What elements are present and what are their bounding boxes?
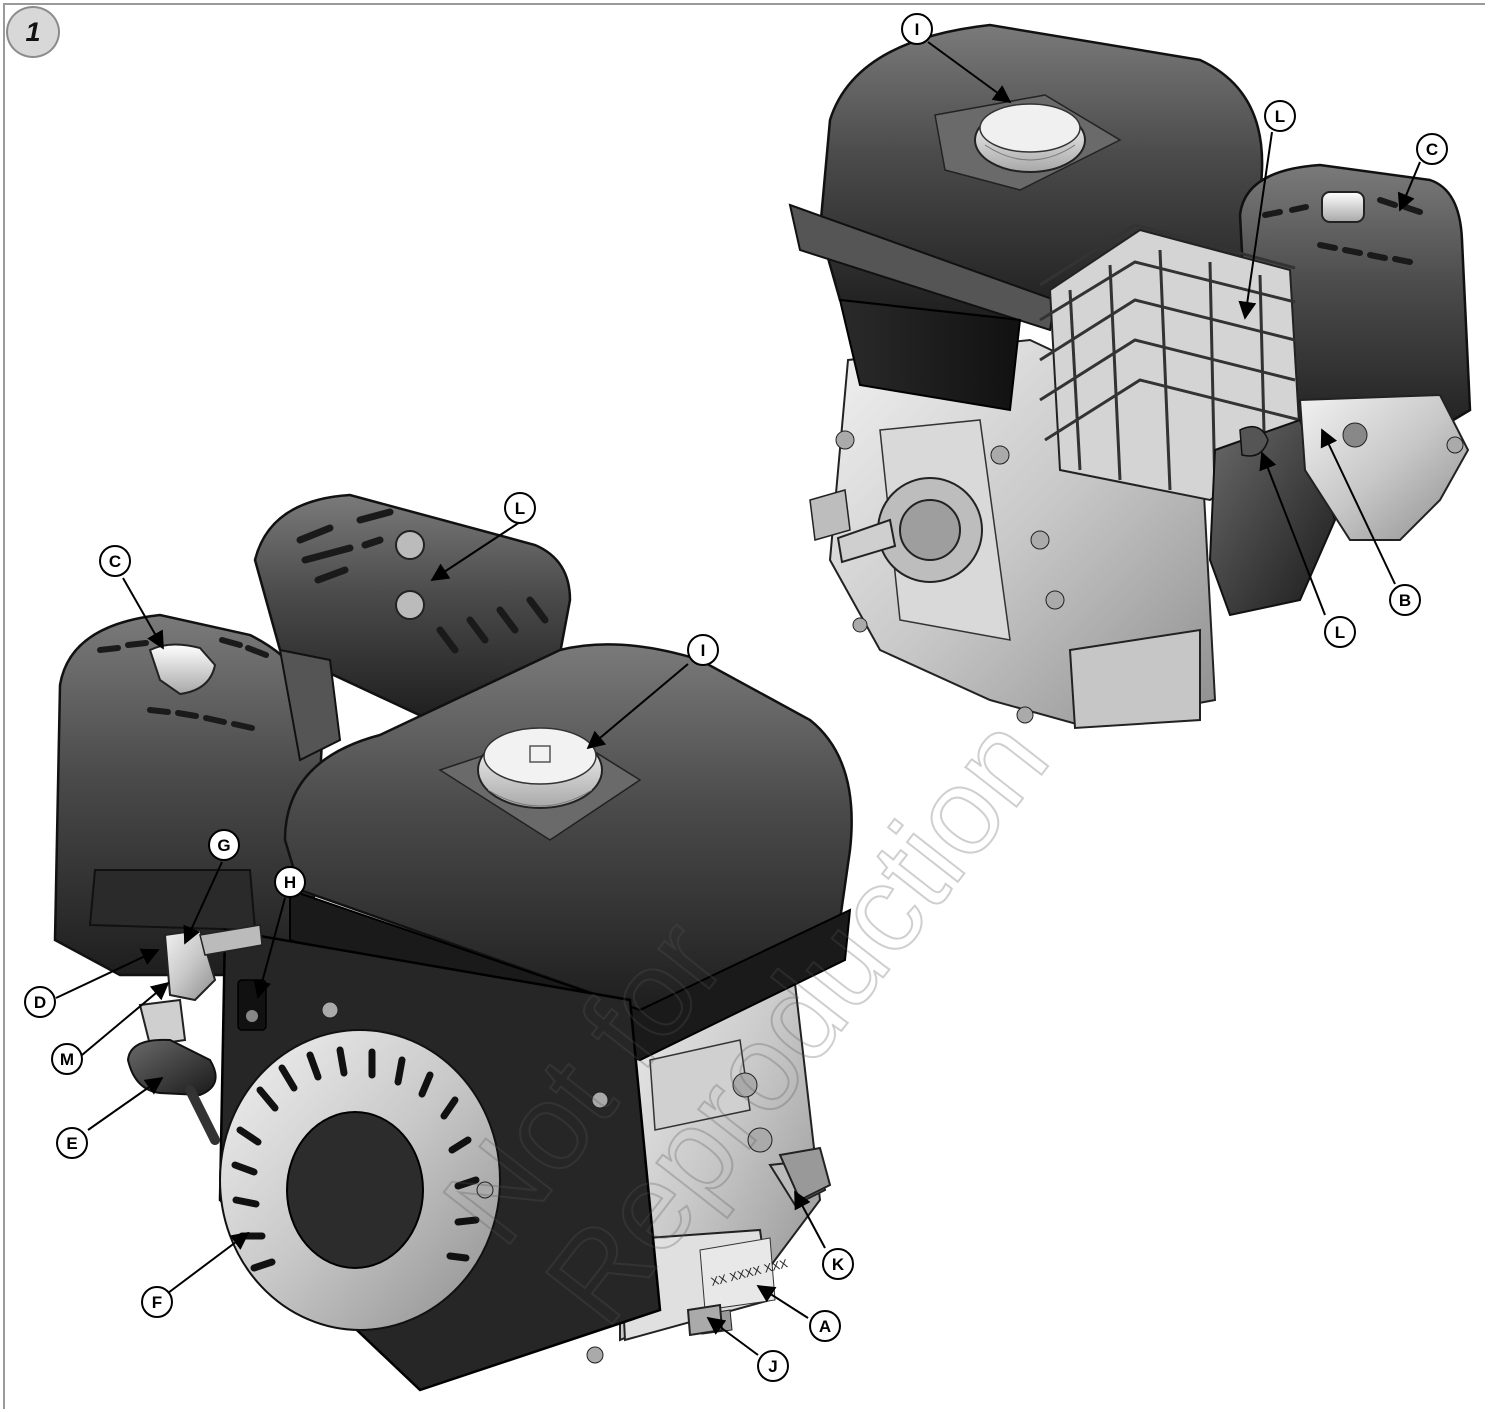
callout-L-upper-1: L [1264, 100, 1296, 132]
callout-F: F [141, 1286, 173, 1318]
svg-text:L: L [515, 499, 525, 518]
svg-text:F: F [152, 1293, 162, 1312]
engine-front-view: XX XXXX XXX [53, 493, 853, 1392]
svg-text:H: H [284, 873, 296, 892]
carburetor-rear [1298, 393, 1470, 541]
callout-D: D [24, 986, 56, 1018]
leader-L-lower [430, 521, 521, 581]
callout-A: A [809, 1310, 841, 1342]
leader-C-lower [122, 577, 164, 650]
callout-M: M [51, 1043, 83, 1075]
svg-text:L: L [1335, 623, 1345, 642]
leader-B [1320, 428, 1396, 585]
recoil-starter [218, 928, 662, 1392]
svg-text:C: C [109, 552, 121, 571]
callout-I-upper: I [901, 13, 933, 45]
figure-frame [3, 3, 1485, 1409]
crankcase [809, 338, 1217, 730]
controls-cluster [138, 924, 263, 1047]
callout-C-upper: C [1416, 133, 1448, 165]
callout-H: H [274, 866, 306, 898]
svg-text:J: J [768, 1357, 777, 1376]
leader-K [794, 1190, 826, 1249]
callout-J: J [757, 1350, 789, 1382]
svg-text:M: M [60, 1050, 74, 1069]
leader-I-upper [927, 41, 1012, 104]
muffler-front [253, 493, 572, 762]
leader-L-upper-2 [1259, 451, 1326, 616]
leader-F [167, 1231, 250, 1294]
drain-plug [686, 1303, 724, 1337]
leader-E [87, 1076, 164, 1131]
starter-grip [126, 1038, 220, 1145]
air-cleaner-rear [1238, 163, 1472, 442]
callout-E: E [56, 1127, 88, 1159]
leader-I-lower [586, 663, 689, 750]
svg-text:A: A [819, 1317, 831, 1336]
svg-text:E: E [66, 1134, 77, 1153]
svg-text:L: L [1275, 107, 1285, 126]
fuel-tank-front [283, 643, 853, 1062]
svg-text:I: I [701, 641, 706, 660]
leader-lines [55, 41, 1421, 1356]
leader-A [756, 1285, 809, 1319]
air-cleaner-front [53, 613, 324, 977]
callout-L-lower: L [504, 492, 536, 524]
svg-text:D: D [34, 993, 46, 1012]
leader-C-upper [1397, 161, 1421, 212]
svg-text:I: I [915, 20, 920, 39]
serial-plate: XX XXXX XXX [699, 1237, 789, 1311]
svg-text:G: G [217, 836, 230, 855]
callout-I-lower: I [687, 634, 719, 666]
leader-D [55, 948, 160, 999]
engine-rear-view [788, 23, 1472, 730]
oil-fill-cap [778, 1146, 832, 1202]
svg-text:C: C [1426, 140, 1438, 159]
callout-G: G [208, 829, 240, 861]
figure-number: 1 [25, 16, 41, 47]
callout-L-upper-2: L [1324, 616, 1356, 648]
leader-M [81, 981, 170, 1056]
leader-J [706, 1316, 759, 1356]
muffler-guard-rear [1039, 223, 1337, 617]
stop-switch [237, 979, 267, 1031]
leader-L-upper-1 [1238, 131, 1273, 320]
svg-text:B: B [1399, 591, 1411, 610]
figure-number-badge: 1 [6, 6, 60, 58]
callout-K: K [822, 1248, 854, 1280]
callout-B: B [1389, 584, 1421, 616]
leader-G [183, 861, 223, 945]
callout-C-lower: C [99, 545, 131, 577]
callouts: I L C B L L C I G H D M E F K A J [24, 13, 1448, 1382]
svg-text:K: K [832, 1255, 845, 1274]
leader-H [253, 897, 286, 999]
